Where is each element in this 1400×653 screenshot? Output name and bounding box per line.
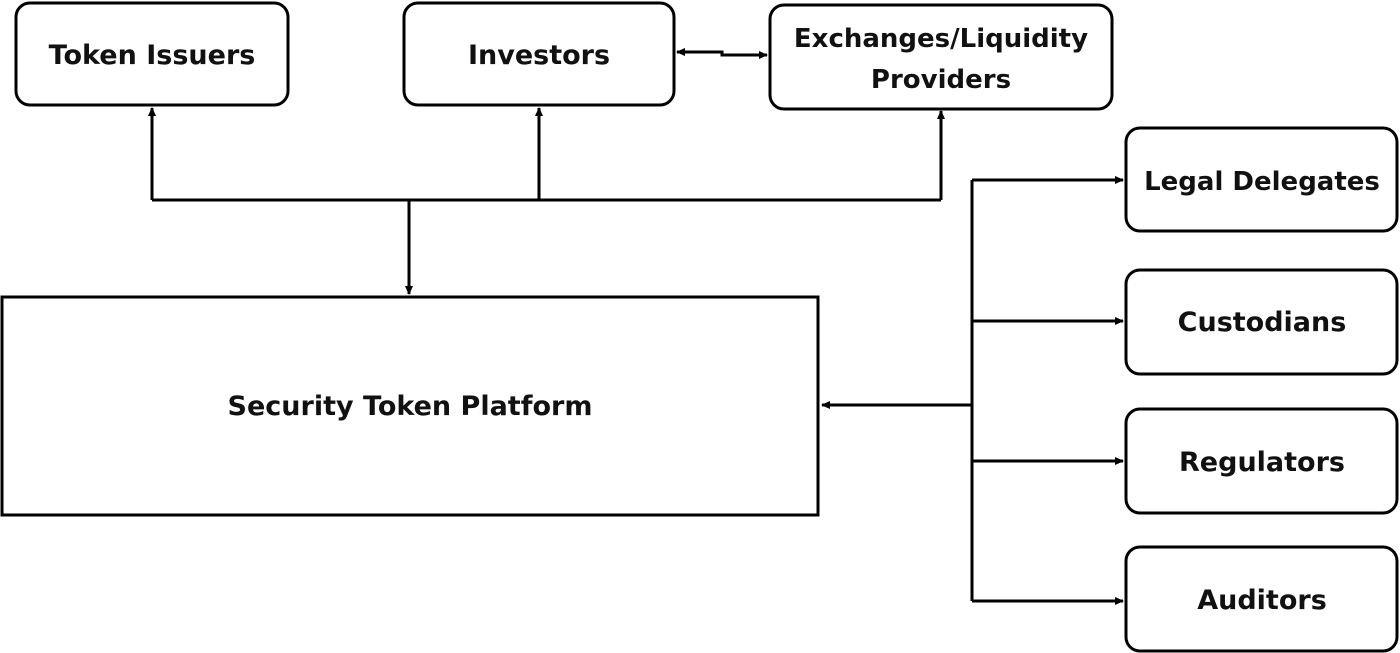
node-regulators: Regulators (1124, 407, 1399, 515)
node-legal-delegates: Legal Delegates (1124, 126, 1399, 233)
node-security-token-platform: Security Token Platform (0, 295, 820, 517)
node-legal-delegates-label: Legal Delegates (1144, 167, 1380, 197)
node-exchanges-label-line2: Providers (871, 65, 1011, 95)
node-exchanges-liquidity-providers: Exchanges/Liquidity Providers (768, 3, 1114, 111)
node-token-issuers: Token Issuers (14, 1, 290, 107)
node-auditors-label: Auditors (1197, 585, 1327, 616)
node-investors: Investors (402, 1, 676, 107)
node-exchanges-label-line1: Exchanges/Liquidity (794, 24, 1088, 54)
node-custodians: Custodians (1124, 268, 1399, 376)
node-investors-label: Investors (468, 40, 610, 71)
node-regulators-label: Regulators (1179, 447, 1345, 478)
node-custodians-label: Custodians (1178, 307, 1347, 338)
arrow-investors-exchanges (676, 48, 768, 59)
connectors-right (821, 176, 1124, 605)
node-platform-label: Security Token Platform (228, 391, 593, 422)
node-auditors: Auditors (1124, 545, 1399, 653)
node-token-issuers-label: Token Issuers (49, 40, 256, 71)
connectors-top (148, 48, 945, 295)
